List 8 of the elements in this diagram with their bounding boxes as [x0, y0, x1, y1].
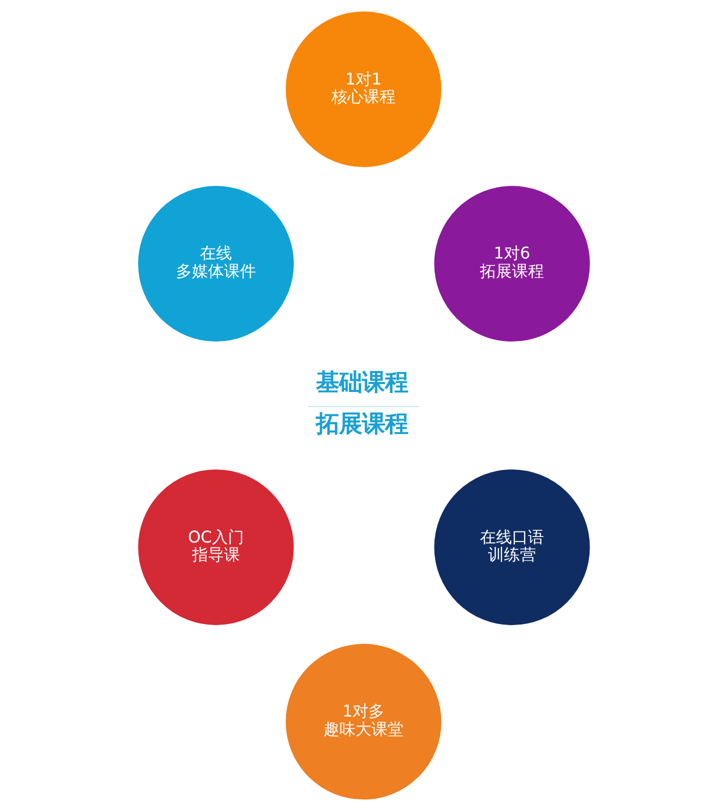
node-circle: 在线 多媒体课件 — [138, 186, 294, 342]
node-circle: OC入门 指导课 — [138, 469, 294, 626]
label: 拓展课程 — [316, 410, 408, 438]
node-circle: 在线口语 训练营 — [434, 469, 590, 626]
node-circle: 1对6 拓展课程 — [434, 186, 590, 342]
label: 基础课程 — [316, 369, 408, 396]
node-circle: 1对多 趣味大课堂 — [285, 644, 441, 800]
node-circle: 1对1 核心课程 — [285, 11, 441, 168]
